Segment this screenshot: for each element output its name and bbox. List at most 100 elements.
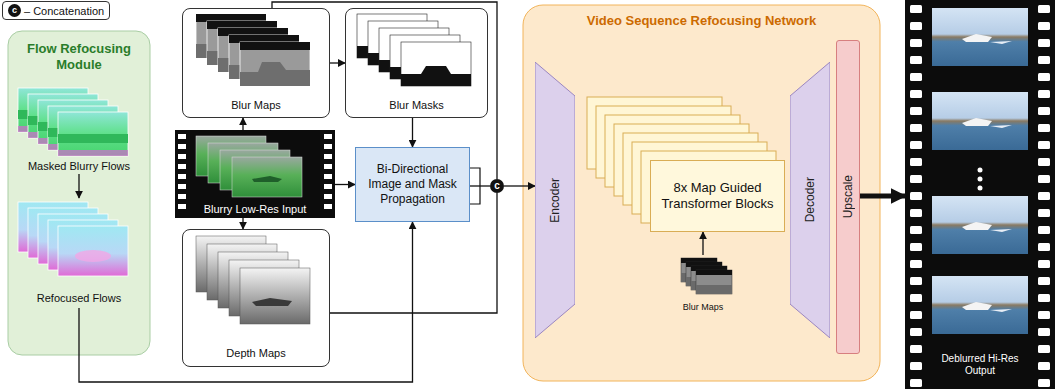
illustration-part: [240, 42, 310, 86]
illustration-part: [1038, 209, 1050, 217]
illustration-part: [1038, 260, 1050, 268]
illustration-part: [240, 268, 310, 324]
illustration-part: [178, 134, 332, 209]
illustration-part: [910, 294, 922, 302]
illustration-part: [1038, 158, 1050, 166]
connector: [504, 185, 535, 186]
module-panel: Flow Refocusing ModuleMasked Blurry Flow…: [8, 31, 150, 355]
connector: [702, 232, 703, 255]
illustration-part: [910, 5, 922, 13]
illustration-part: [324, 154, 332, 159]
illustration-part: [910, 311, 922, 319]
legend-box: c– Concatenation: [2, 1, 110, 20]
illustration-part: [910, 277, 922, 285]
legend-symbol: c: [8, 4, 21, 17]
refocused-flow-stack: [18, 202, 128, 276]
illustration-part: [910, 243, 922, 251]
blur-map-stack: [196, 14, 310, 86]
node-text: Blurry Low-Res Input: [204, 203, 307, 215]
illustration-part: [1038, 175, 1050, 183]
illustration-part: [910, 192, 922, 200]
node-text: Blur Masks: [389, 99, 443, 111]
illustration-part: [910, 158, 922, 166]
illustration-part: [910, 362, 922, 370]
node-text: Refocused Flows: [37, 292, 121, 304]
illustration-part: [910, 73, 922, 81]
illustration-part: [1038, 141, 1050, 149]
illustration-part: [910, 209, 922, 217]
output-film-strip: [905, 0, 1055, 389]
image-stack: Masked Blurry Flows: [10, 84, 148, 174]
illustration-part: [978, 168, 983, 173]
small-blur-map-stack: [681, 258, 732, 294]
trapezoid-shape: [535, 62, 575, 338]
image-stack: Refocused Flows: [10, 198, 148, 308]
legend-text: – Concatenation: [24, 5, 104, 17]
illustration-part: [1038, 379, 1050, 387]
illustration-part: [324, 204, 332, 209]
illustration-part: [910, 175, 922, 183]
illustration-part: [910, 328, 922, 336]
connector: [330, 62, 345, 63]
illustration-part: [1038, 90, 1050, 98]
illustration-part: [910, 5, 1050, 387]
process-box: Bi-Directional Image and Mask Propagatio…: [355, 147, 470, 222]
illustration-part: [1038, 277, 1050, 285]
illustration-part: [1038, 328, 1050, 336]
illustration-part: [932, 196, 1028, 254]
illustration-part: [178, 154, 186, 159]
node-text: Flow Refocusing Module: [8, 41, 150, 73]
illustration-part: [178, 164, 186, 169]
illustration-part: [324, 184, 332, 189]
illustration-part: [1038, 73, 1050, 81]
connector: [79, 222, 413, 382]
flow-panel-ground: [8, 31, 150, 355]
illustration-part: [1038, 311, 1050, 319]
illustration-part: [910, 22, 922, 30]
illustration-part: [232, 157, 302, 197]
node-text: 8x Map Guided Transformer Blocks: [655, 180, 780, 212]
illustration-part: [401, 42, 471, 86]
illustration-part: [978, 186, 983, 191]
illustration-part: [1038, 124, 1050, 132]
upscale-block: Upscale: [836, 40, 860, 354]
illustration-part: [178, 184, 186, 189]
network-panel: Video Sequence Refocusing NetworkEncoder…: [523, 5, 880, 381]
illustration-part: [910, 379, 922, 387]
node-text: Blur Maps: [231, 99, 281, 111]
illustration-part: [324, 174, 332, 179]
illustration-part: [910, 260, 922, 268]
map-box: Blur Masks: [345, 8, 488, 118]
input-film-strip: [175, 130, 335, 218]
illustration-part: [932, 276, 1028, 334]
illustration-part: [178, 194, 186, 199]
illustration-part: [175, 130, 335, 218]
illustration-part: [324, 164, 332, 169]
illustration-part: [1038, 5, 1050, 13]
illustration-part: [324, 194, 332, 199]
illustration-part: [324, 144, 332, 149]
network-panel-ground: [523, 5, 880, 381]
illustration-part: [1038, 107, 1050, 115]
illustration-part: [910, 107, 922, 115]
illustration-part: [1038, 22, 1050, 30]
illustration-part: [324, 134, 332, 139]
illustration-part: [910, 226, 922, 234]
node-text: Encoder: [548, 178, 562, 223]
node-text: Bi-Directional Image and Mask Propagatio…: [360, 162, 465, 207]
illustration-part: [905, 0, 1055, 389]
illustration-part: [696, 270, 732, 294]
blur-mask-stack: [357, 14, 471, 86]
decoder-block: Decoder: [790, 62, 830, 338]
illustration-part: [932, 92, 1028, 150]
node-text: Video Sequence Refocusing Network: [587, 13, 816, 29]
illustration-part: [978, 177, 983, 182]
connector: [242, 118, 243, 130]
connector: [242, 218, 243, 229]
illustration-part: [910, 90, 922, 98]
illustration-part: [1038, 39, 1050, 47]
encoder-block: Encoder: [535, 62, 575, 338]
illustration-part: [1038, 226, 1050, 234]
illustration-part: [932, 8, 1028, 66]
map-box: Blur Maps: [182, 8, 330, 118]
